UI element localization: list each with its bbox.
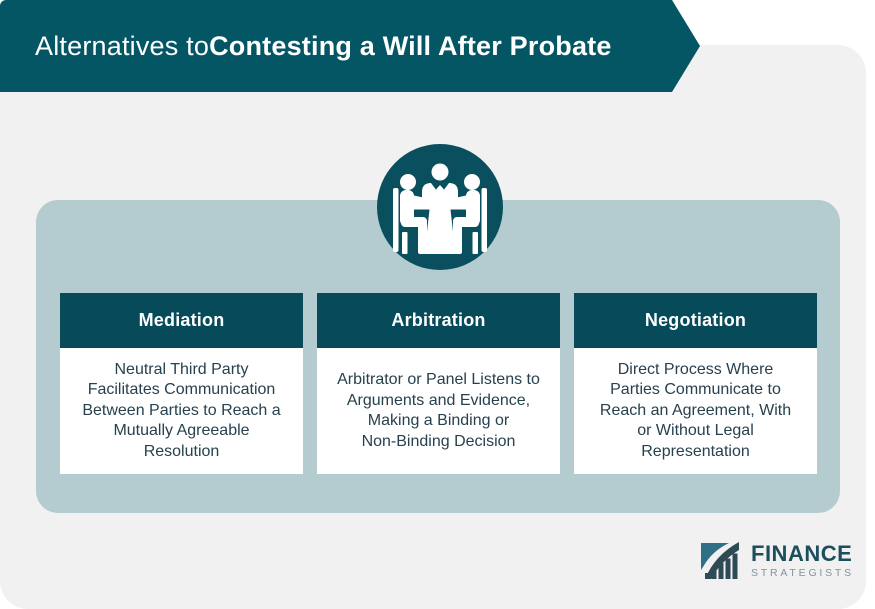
logo-text: FINANCE STRATEGISTS [751,543,854,579]
card-description-text: Arbitrator or Panel Listens to Arguments… [337,371,540,450]
title-bold: Contesting a Will After Probate [209,30,612,61]
card-description-text: Direct Process Where Parties Communicate… [599,360,792,460]
title-banner: Alternatives to Contesting a Will After … [0,0,700,92]
card-title: Negotiation [574,293,817,348]
logo-finance-text: FINANCE [751,541,853,567]
finance-strategists-logo: FINANCE STRATEGISTS [697,538,854,584]
title-regular: Alternatives to [35,30,210,61]
card-description: Direct Process Where Parties Communicate… [574,348,817,474]
card-title: Mediation [60,293,303,348]
card-description-text: Neutral Third Party Facilitates Communic… [82,360,281,460]
card-description: Neutral Third Party Facilitates Communic… [60,348,303,474]
card-mediation: Mediation Neutral Third Party Facilitate… [60,293,303,474]
card-description: Arbitrator or Panel Listens to Arguments… [317,348,560,474]
alternatives-cards: Mediation Neutral Third Party Facilitate… [60,293,817,474]
card-title: Arbitration [317,293,560,348]
card-negotiation: Negotiation Direct Process Where Parties… [574,293,817,474]
logo-strategists-text: STRATEGISTS [751,567,854,580]
meeting-icon-circle [377,144,503,270]
meeting-icon [393,163,487,254]
finance-strategists-logo-icon [701,542,739,579]
card-arbitration: Arbitration Arbitrator or Panel Listens … [317,293,560,474]
